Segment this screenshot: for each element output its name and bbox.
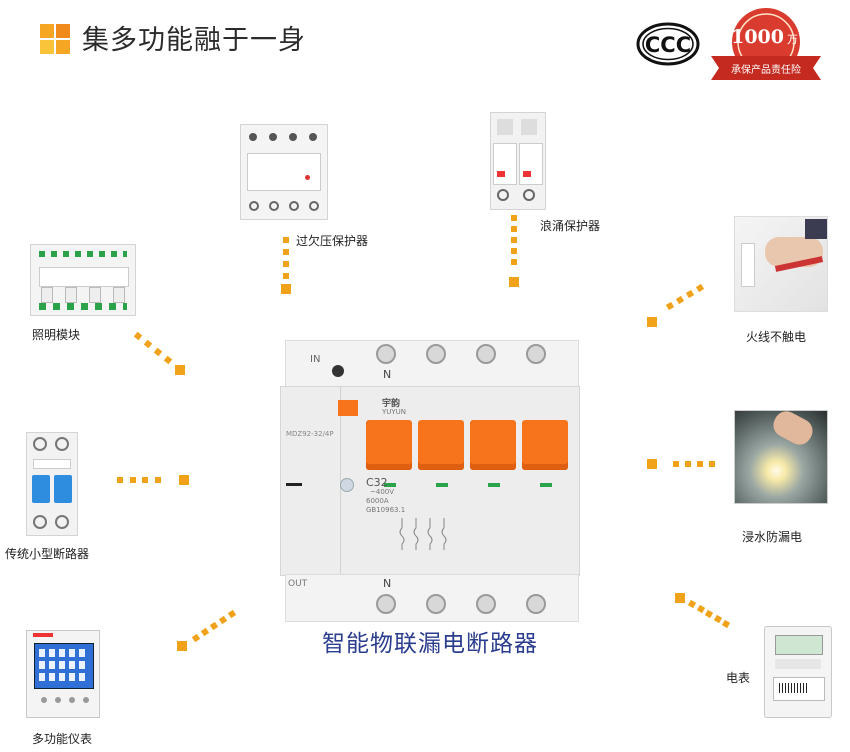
connector-dot	[704, 609, 714, 619]
connector-dot	[283, 249, 289, 255]
connector-dot	[709, 461, 715, 467]
connector-dot	[143, 339, 153, 349]
breaker-n-top-label: N	[383, 368, 392, 381]
breaker-model: MDZ92-32/4P	[286, 430, 334, 438]
module-label-instrument: 多功能仪表	[32, 732, 93, 746]
breaker-rating: C32	[366, 476, 388, 489]
multifunction-meter-icon	[26, 630, 100, 718]
connector-dot	[647, 317, 657, 327]
module-label-water: 浸水防漏电	[742, 530, 803, 544]
connector-dot	[200, 627, 210, 637]
water-leak-icon	[734, 407, 828, 504]
title-logo-icon	[40, 24, 70, 54]
connector-dot	[191, 633, 201, 643]
surge-protector-icon	[490, 112, 546, 210]
terminal-screw	[526, 344, 546, 364]
connector-dot	[685, 461, 691, 467]
breaker-in-label: IN	[310, 354, 321, 365]
connector-dot	[209, 621, 219, 631]
page-title: 集多功能融于一身	[82, 25, 306, 56]
breaker-standard: GB10963.1	[366, 506, 406, 514]
connector-dot	[647, 459, 657, 469]
connector-dot	[283, 261, 289, 267]
terminal-screw	[476, 594, 496, 614]
terminal-screw	[526, 594, 546, 614]
smart-breaker-image: IN N 宇韵 YUYUN MDZ92-32/4P C32 ~400V 6000…	[280, 340, 580, 622]
breaker-title: 智能物联漏电断路器	[322, 631, 538, 657]
terminal-screw	[476, 344, 496, 364]
connector-dot	[675, 593, 685, 603]
electric-meter-icon	[764, 626, 832, 718]
module-label-mcb: 传统小型断路器	[5, 547, 90, 561]
connector-dot	[509, 277, 519, 287]
terminal-screw	[376, 594, 396, 614]
connector-dot	[227, 609, 237, 619]
connector-dot	[665, 301, 675, 311]
connector-dot	[673, 461, 679, 467]
connector-dot	[175, 365, 185, 375]
connector-dot	[511, 259, 517, 265]
ccc-cert-icon: CCC	[636, 22, 700, 66]
connector-dot	[511, 226, 517, 232]
module-label-surge: 浪涌保护器	[540, 219, 601, 233]
breaker-toggle	[418, 420, 464, 470]
module-label-lighting: 照明模块	[32, 328, 81, 342]
breaker-brand: 宇韵	[382, 399, 401, 409]
breaker-accent-strip	[338, 400, 358, 416]
breaker-n-bottom-label: N	[383, 577, 392, 590]
connector-dot	[511, 237, 517, 243]
overvoltage-protector-icon	[240, 124, 328, 220]
connector-dot	[283, 273, 289, 279]
breaker-toggle	[470, 420, 516, 470]
connector-dot	[281, 284, 291, 294]
terminal-screw	[376, 344, 396, 364]
insurance-badge: 1000 万 承保产品责任险	[705, 4, 827, 88]
connector-dot	[511, 215, 517, 221]
badge-unit: 万	[787, 33, 798, 46]
connector-dot	[133, 331, 143, 341]
breaker-toggle	[522, 420, 568, 470]
connector-dot	[179, 475, 189, 485]
live-wire-safe-icon	[734, 216, 828, 312]
breaker-toggle	[366, 420, 412, 470]
terminal-screw	[426, 594, 446, 614]
connector-dot	[163, 355, 173, 365]
connector-dot	[283, 237, 289, 243]
connector-dot	[687, 599, 697, 609]
lighting-module-icon	[30, 244, 136, 316]
connector-dot	[696, 604, 705, 614]
svg-text:CCC: CCC	[645, 33, 691, 57]
connector-dot	[177, 641, 187, 651]
module-label-meter: 电表	[726, 671, 751, 685]
connector-dot	[721, 619, 731, 629]
connector-dot	[511, 248, 517, 254]
breaker-brand-sub: YUYUN	[382, 408, 407, 416]
connector-dot	[129, 477, 136, 483]
connector-dot	[685, 289, 695, 299]
breaker-out-label: OUT	[288, 579, 308, 589]
module-label-overvoltage: 过欠压保护器	[296, 234, 369, 248]
connector-dot	[695, 283, 705, 293]
connector-dot	[218, 615, 228, 625]
mini-breaker-icon	[26, 432, 78, 536]
terminal-screw	[426, 344, 446, 364]
breaker-breaking-capacity: 6000A	[366, 497, 389, 505]
connector-dot	[155, 477, 161, 483]
connector-dot	[697, 461, 703, 467]
badge-amount: 1000	[731, 26, 784, 48]
connector-dot	[117, 477, 123, 483]
breaker-voltage: ~400V	[370, 488, 395, 496]
badge-ribbon: 承保产品责任险	[731, 65, 801, 76]
module-label-fireline: 火线不触电	[746, 330, 807, 344]
connector-dot	[713, 614, 722, 624]
connector-dot	[153, 347, 163, 357]
connector-dot	[142, 477, 149, 483]
connector-dot	[675, 295, 685, 305]
